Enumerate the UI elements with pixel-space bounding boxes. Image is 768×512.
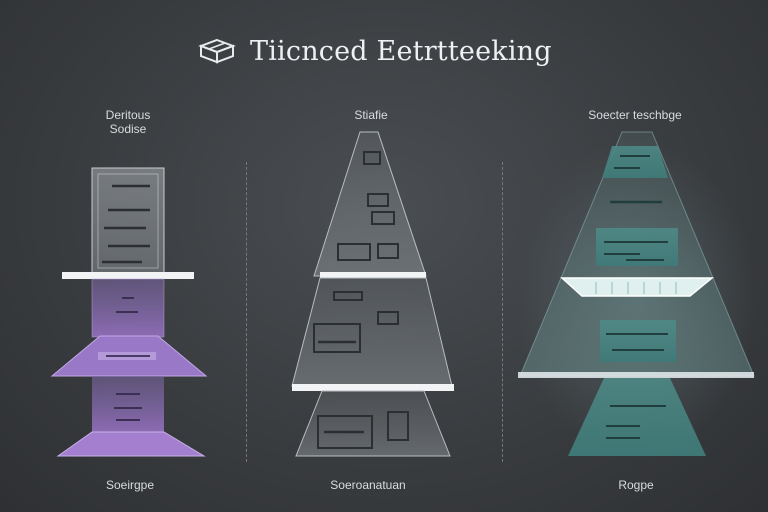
cone-middle-section — [291, 277, 453, 387]
tower-purple-base — [56, 431, 206, 457]
column-2-bottom-label: Soeroanatuan — [330, 478, 406, 492]
glass-block-text-lines — [102, 184, 150, 264]
column-1-tower — [50, 167, 208, 457]
divider-left — [246, 162, 247, 462]
pyramid-lower-section — [568, 378, 706, 456]
pyramid-block-third — [600, 320, 676, 362]
column-1-label-line-2: Sodise — [109, 122, 147, 136]
column-2-label: Stiafie — [321, 108, 421, 122]
cone-plate-bottom — [292, 384, 454, 391]
tower-purple-block-upper — [91, 278, 165, 338]
cone-plate-top — [320, 272, 426, 278]
tower-purple-block-lower — [92, 376, 164, 432]
column-3-label-line-1: Soecter teschbge — [588, 108, 682, 122]
column-2-cone — [291, 131, 454, 457]
page-title: Tiicnced Eetrtteeking — [250, 35, 552, 67]
divider-right — [502, 162, 503, 462]
tower-glass-block — [91, 167, 165, 275]
column-3-pyramid — [516, 131, 756, 460]
column-2-label-line-1: Stiafie — [354, 108, 388, 122]
tower-plate — [62, 272, 194, 279]
pyramid-base-plate — [518, 372, 754, 378]
column-1-label: Deritous Sodise — [78, 108, 178, 136]
title-row: Tiicnced Eetrtteeking — [198, 34, 552, 68]
column-3-label: Soecter teschbge — [560, 108, 710, 122]
pyramid-light-plate — [560, 277, 715, 297]
pyramid-block-top — [602, 146, 668, 178]
cube-icon — [198, 38, 236, 64]
column-1-bottom-label: Soeirgpe — [105, 478, 155, 492]
column-3-bottom-label: Rogpe — [618, 478, 654, 492]
column-1-label-line-1: Deritous — [105, 108, 151, 122]
